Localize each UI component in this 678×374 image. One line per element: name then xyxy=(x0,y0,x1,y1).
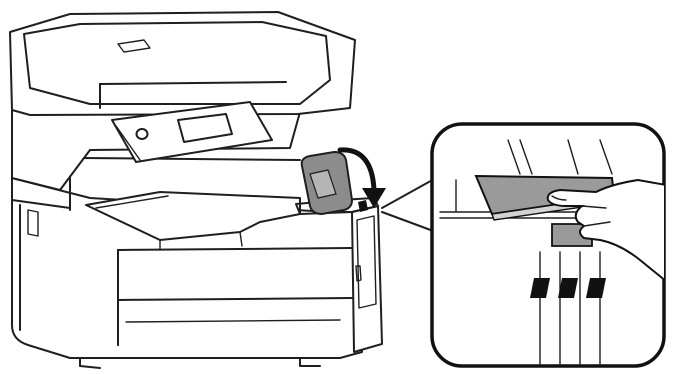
tab-marks xyxy=(530,278,606,298)
printer-illustration xyxy=(10,12,386,368)
detail-callout xyxy=(382,124,672,366)
ink-tank-cover xyxy=(302,152,352,214)
